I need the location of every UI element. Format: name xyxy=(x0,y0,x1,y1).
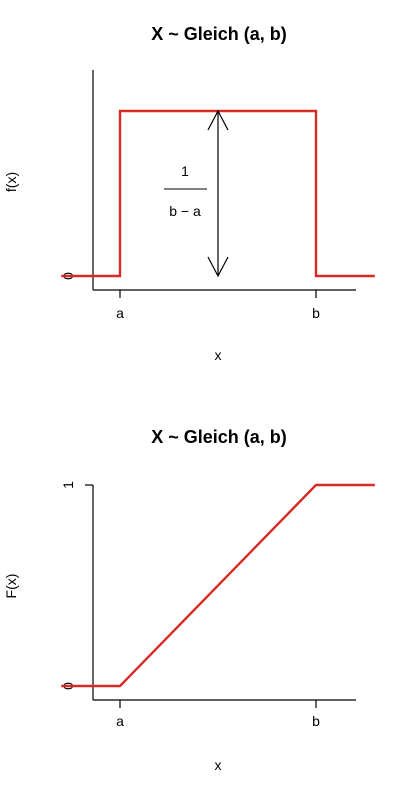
cdf-title: X ~ Gleich (a, b) xyxy=(151,427,287,447)
pdf-y-axis-label: f(x) xyxy=(3,172,19,192)
cdf-panel: X ~ Gleich (a, b) F(x) 0 1 a b x xyxy=(3,427,375,773)
fraction-denominator: b − a xyxy=(169,203,201,219)
cdf-x-axis-label: x xyxy=(215,757,222,773)
pdf-x-tick-label-b: b xyxy=(312,305,320,321)
pdf-x-tick-label-a: a xyxy=(116,305,124,321)
cdf-x-tick-label-b: b xyxy=(312,713,320,729)
cdf-y-axis-label: F(x) xyxy=(3,574,19,599)
height-arrow-up-head xyxy=(207,109,229,131)
pdf-panel: X ~ Gleich (a, b) f(x) 0 a b x 1 b − a xyxy=(3,24,375,363)
fraction-numerator: 1 xyxy=(181,163,189,179)
pdf-x-axis-label: x xyxy=(215,347,222,363)
height-arrow-down-head xyxy=(207,256,229,278)
pdf-title: X ~ Gleich (a, b) xyxy=(151,24,287,44)
cdf-distribution-line xyxy=(61,483,375,688)
cdf-y-tick-label-1: 1 xyxy=(60,481,76,489)
cdf-x-tick-label-a: a xyxy=(116,713,124,729)
